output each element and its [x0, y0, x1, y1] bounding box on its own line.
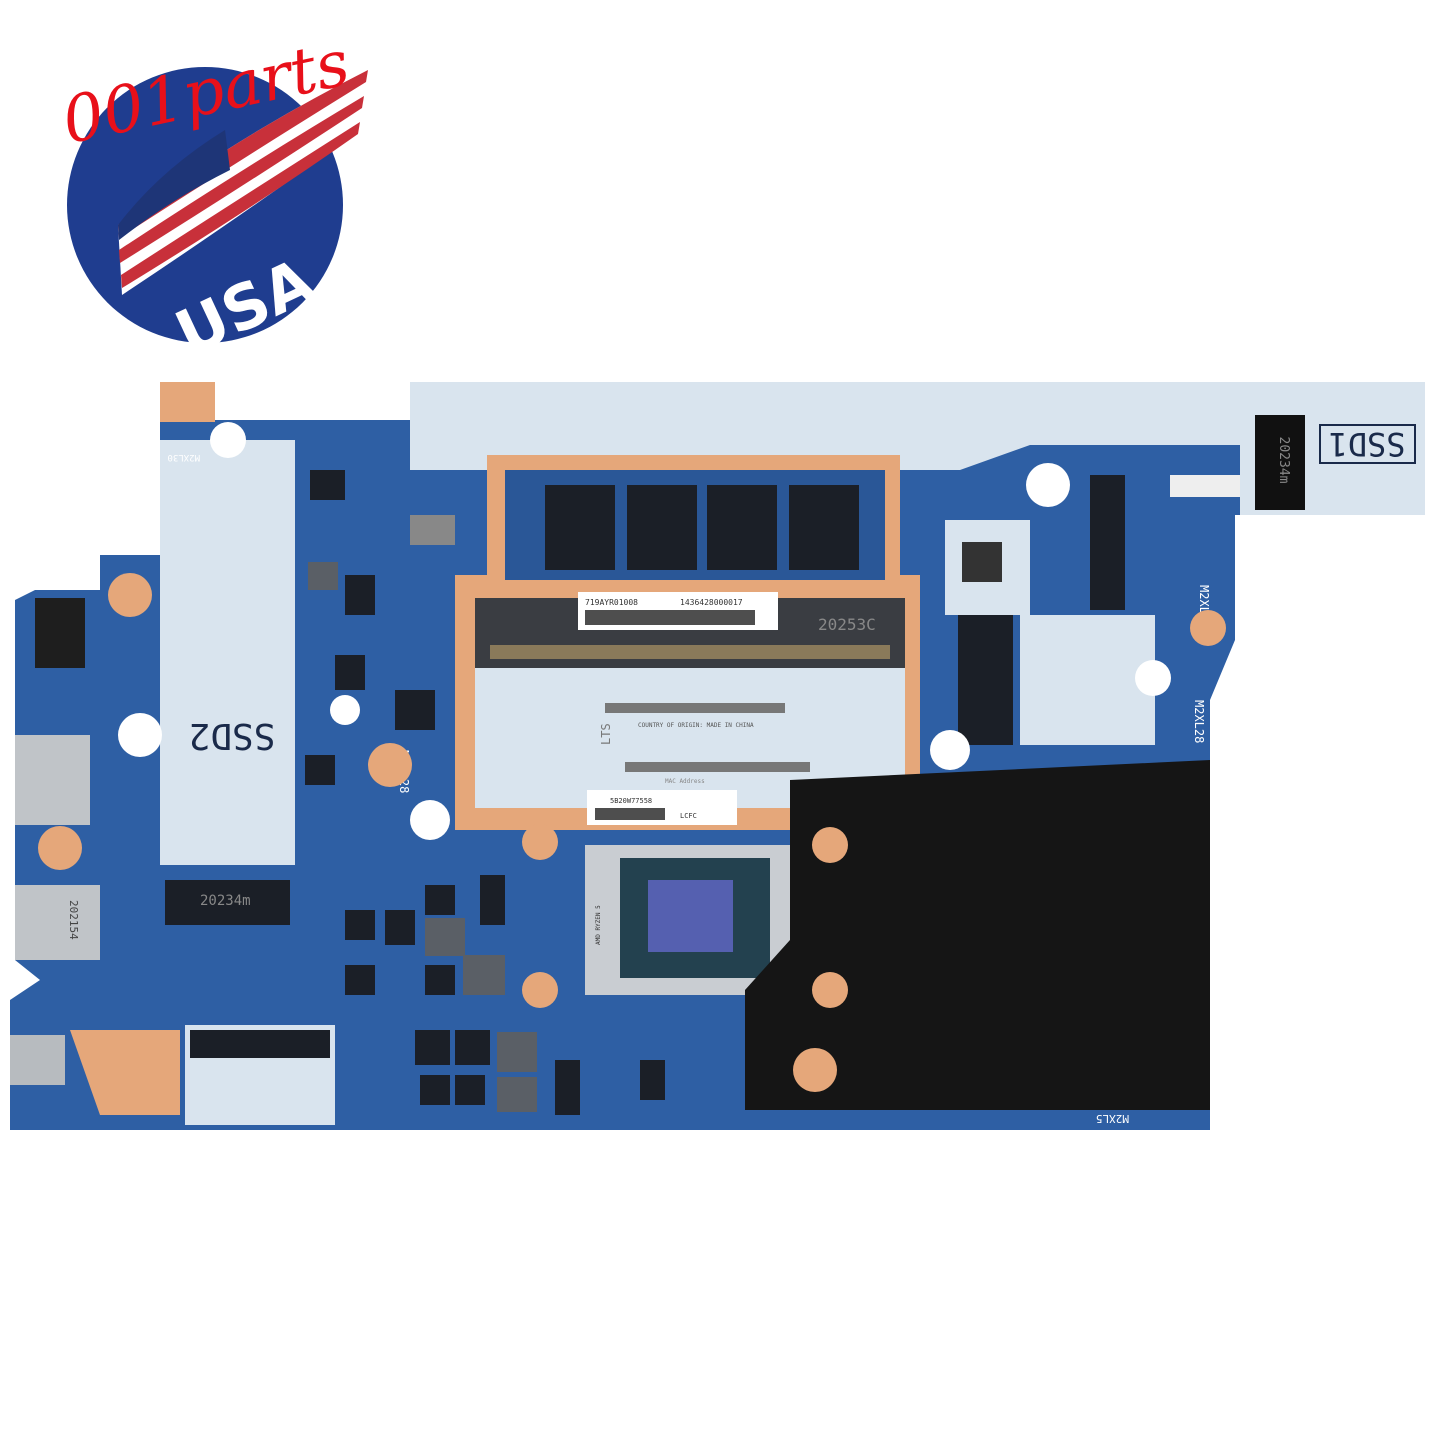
flag-icon — [118, 70, 368, 295]
logo-badge: 001parts USA — [56, 26, 368, 370]
fan-connector — [1170, 475, 1240, 497]
cpu-die — [648, 880, 733, 952]
ssd1-label: SSD1 — [1328, 425, 1405, 463]
ssd1-connector-code: 20234m — [1276, 437, 1291, 484]
black-insulation-film — [745, 760, 1210, 1110]
standoff — [962, 542, 1002, 582]
ssd2-connector[interactable] — [165, 880, 290, 925]
ssd2-shield — [160, 440, 295, 865]
smd-components — [305, 470, 665, 1115]
usb-port — [15, 885, 100, 960]
mac-text: MAC Address — [665, 778, 705, 785]
screw-label-4: M2XL30 — [167, 452, 200, 462]
audio-jack — [35, 598, 85, 668]
display-connector[interactable] — [1090, 475, 1125, 610]
mounting-holes — [118, 422, 1171, 840]
ssd2-connector-code: 20234m — [200, 893, 251, 909]
bottom-label-text: 5B20W77558 — [610, 797, 652, 805]
m2-wifi-slot[interactable] — [958, 615, 1013, 745]
motherboard: SSD2 SSD1 20234m 20253C 719AYR01008 1436… — [10, 382, 1425, 1130]
inductors — [308, 562, 537, 1112]
lts-text: LTS — [599, 723, 613, 745]
ram-slot-code: 20253C — [818, 615, 876, 634]
usb-c-port — [10, 1035, 65, 1085]
hdmi-port — [15, 735, 90, 825]
usb-code: 202154 — [67, 900, 80, 940]
top-shield — [410, 382, 1425, 515]
cpu-brand-text: AMD RYZEN 5 — [595, 905, 602, 945]
screw-label-5: M2XL5 — [1096, 1112, 1129, 1125]
screw-pads — [38, 382, 1226, 1115]
ssd2-label: SSD2 — [189, 715, 276, 756]
barcode-text-left: 719AYR01008 — [585, 598, 638, 607]
memory-chips — [545, 485, 859, 570]
screw-label-2: M2XL28 — [1192, 700, 1206, 743]
ribbon-connector — [190, 1030, 330, 1058]
lcfc-text: LCFC — [680, 812, 697, 820]
battery-connector — [410, 515, 455, 545]
origin-text: COUNTRY OF ORIGIN: MADE IN CHINA — [638, 722, 754, 729]
ssd1-connector — [1255, 415, 1305, 510]
barcode-text-right: 1436428000017 — [680, 598, 743, 607]
